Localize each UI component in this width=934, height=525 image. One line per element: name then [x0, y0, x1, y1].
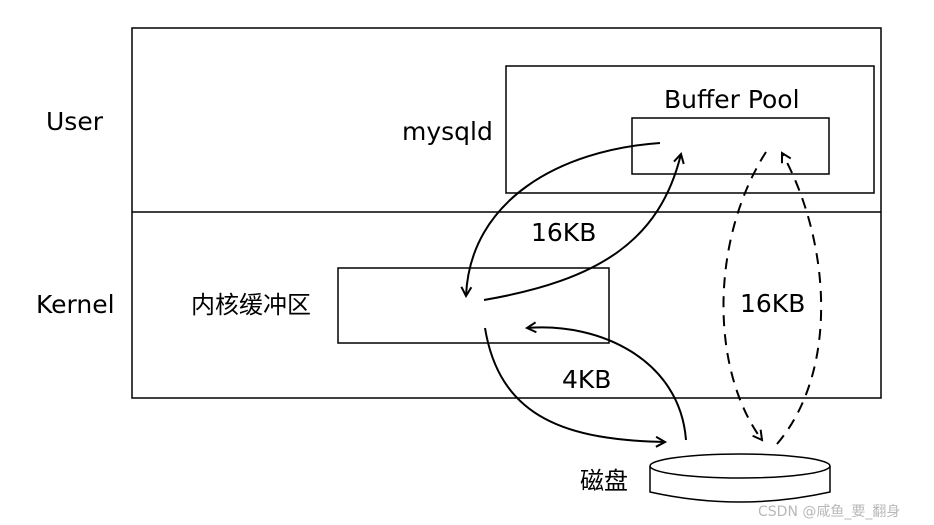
edge-label-16kb-left: 16KB: [531, 218, 596, 247]
outer-frame: [131, 27, 882, 399]
mysqld-label: mysqld: [402, 117, 493, 146]
arrow-disk-to-kernel: [527, 327, 687, 441]
watermark: CSDN @咸鱼_要_翻身: [758, 503, 900, 520]
arrow-kernel-to-disk: [484, 327, 665, 442]
kernel-buffer-label: 内核缓冲区: [191, 291, 311, 319]
user-label: User: [46, 107, 104, 136]
arrow-buffer-pool-to-kernel: [466, 142, 661, 296]
arrow-kernel-to-buffer-pool: [483, 154, 681, 301]
disk-label: 磁盘: [580, 467, 628, 495]
kernel-buffer-box: [337, 267, 610, 344]
edge-label-16kb-right: 16KB: [740, 289, 805, 318]
arrow-disk-to-buffer-pool-dashed: [776, 153, 823, 445]
kernel-label: Kernel: [36, 290, 115, 319]
disk-cylinder: [649, 453, 831, 503]
mysqld-box: [505, 65, 875, 194]
arrow-buffer-pool-to-disk-dashed: [722, 151, 767, 440]
edge-label-4kb: 4KB: [562, 365, 611, 394]
buffer-pool-label: Buffer Pool: [664, 85, 800, 114]
buffer-pool-box: [631, 117, 830, 175]
